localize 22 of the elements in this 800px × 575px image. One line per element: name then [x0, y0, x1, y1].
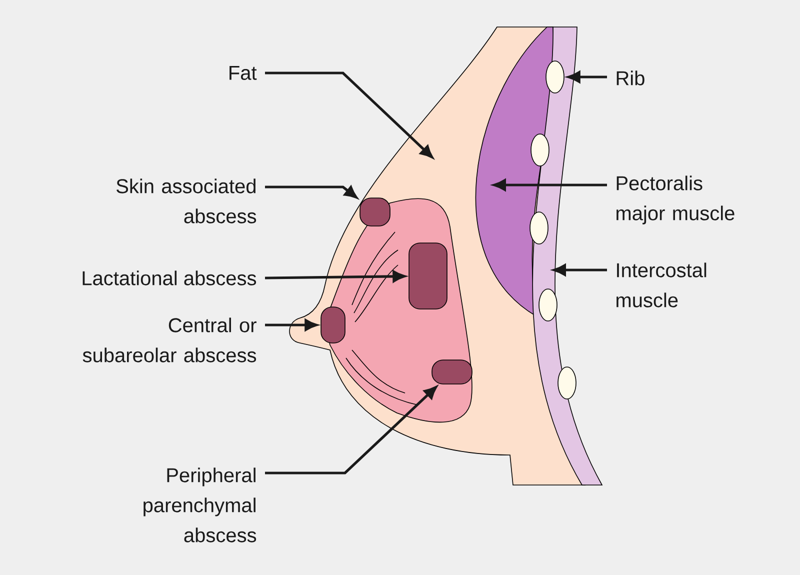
label: Peripheral parenchymal abscess [144, 468, 256, 542]
label: Pectoralis major muscle [616, 176, 734, 224]
leader-line [265, 186, 358, 198]
leader-line [493, 179, 607, 191]
leader-line [568, 71, 607, 83]
rib [558, 366, 576, 400]
abscess [408, 242, 448, 310]
abscess [432, 360, 472, 384]
rib [530, 212, 548, 244]
leader-line [553, 264, 607, 276]
label: Central or subareolar abscess [82, 318, 256, 362]
leader-line [265, 386, 437, 474]
label: Rib [616, 70, 644, 86]
rib [546, 60, 564, 94]
rib [530, 134, 550, 166]
leader-line [265, 72, 433, 158]
label: Fat [230, 66, 257, 80]
rib [538, 288, 558, 322]
label: Lactational abscess [82, 270, 256, 286]
label: Skin associated abscess [116, 178, 256, 224]
label: Intercostal muscle [616, 262, 706, 308]
leader-line [265, 319, 318, 331]
